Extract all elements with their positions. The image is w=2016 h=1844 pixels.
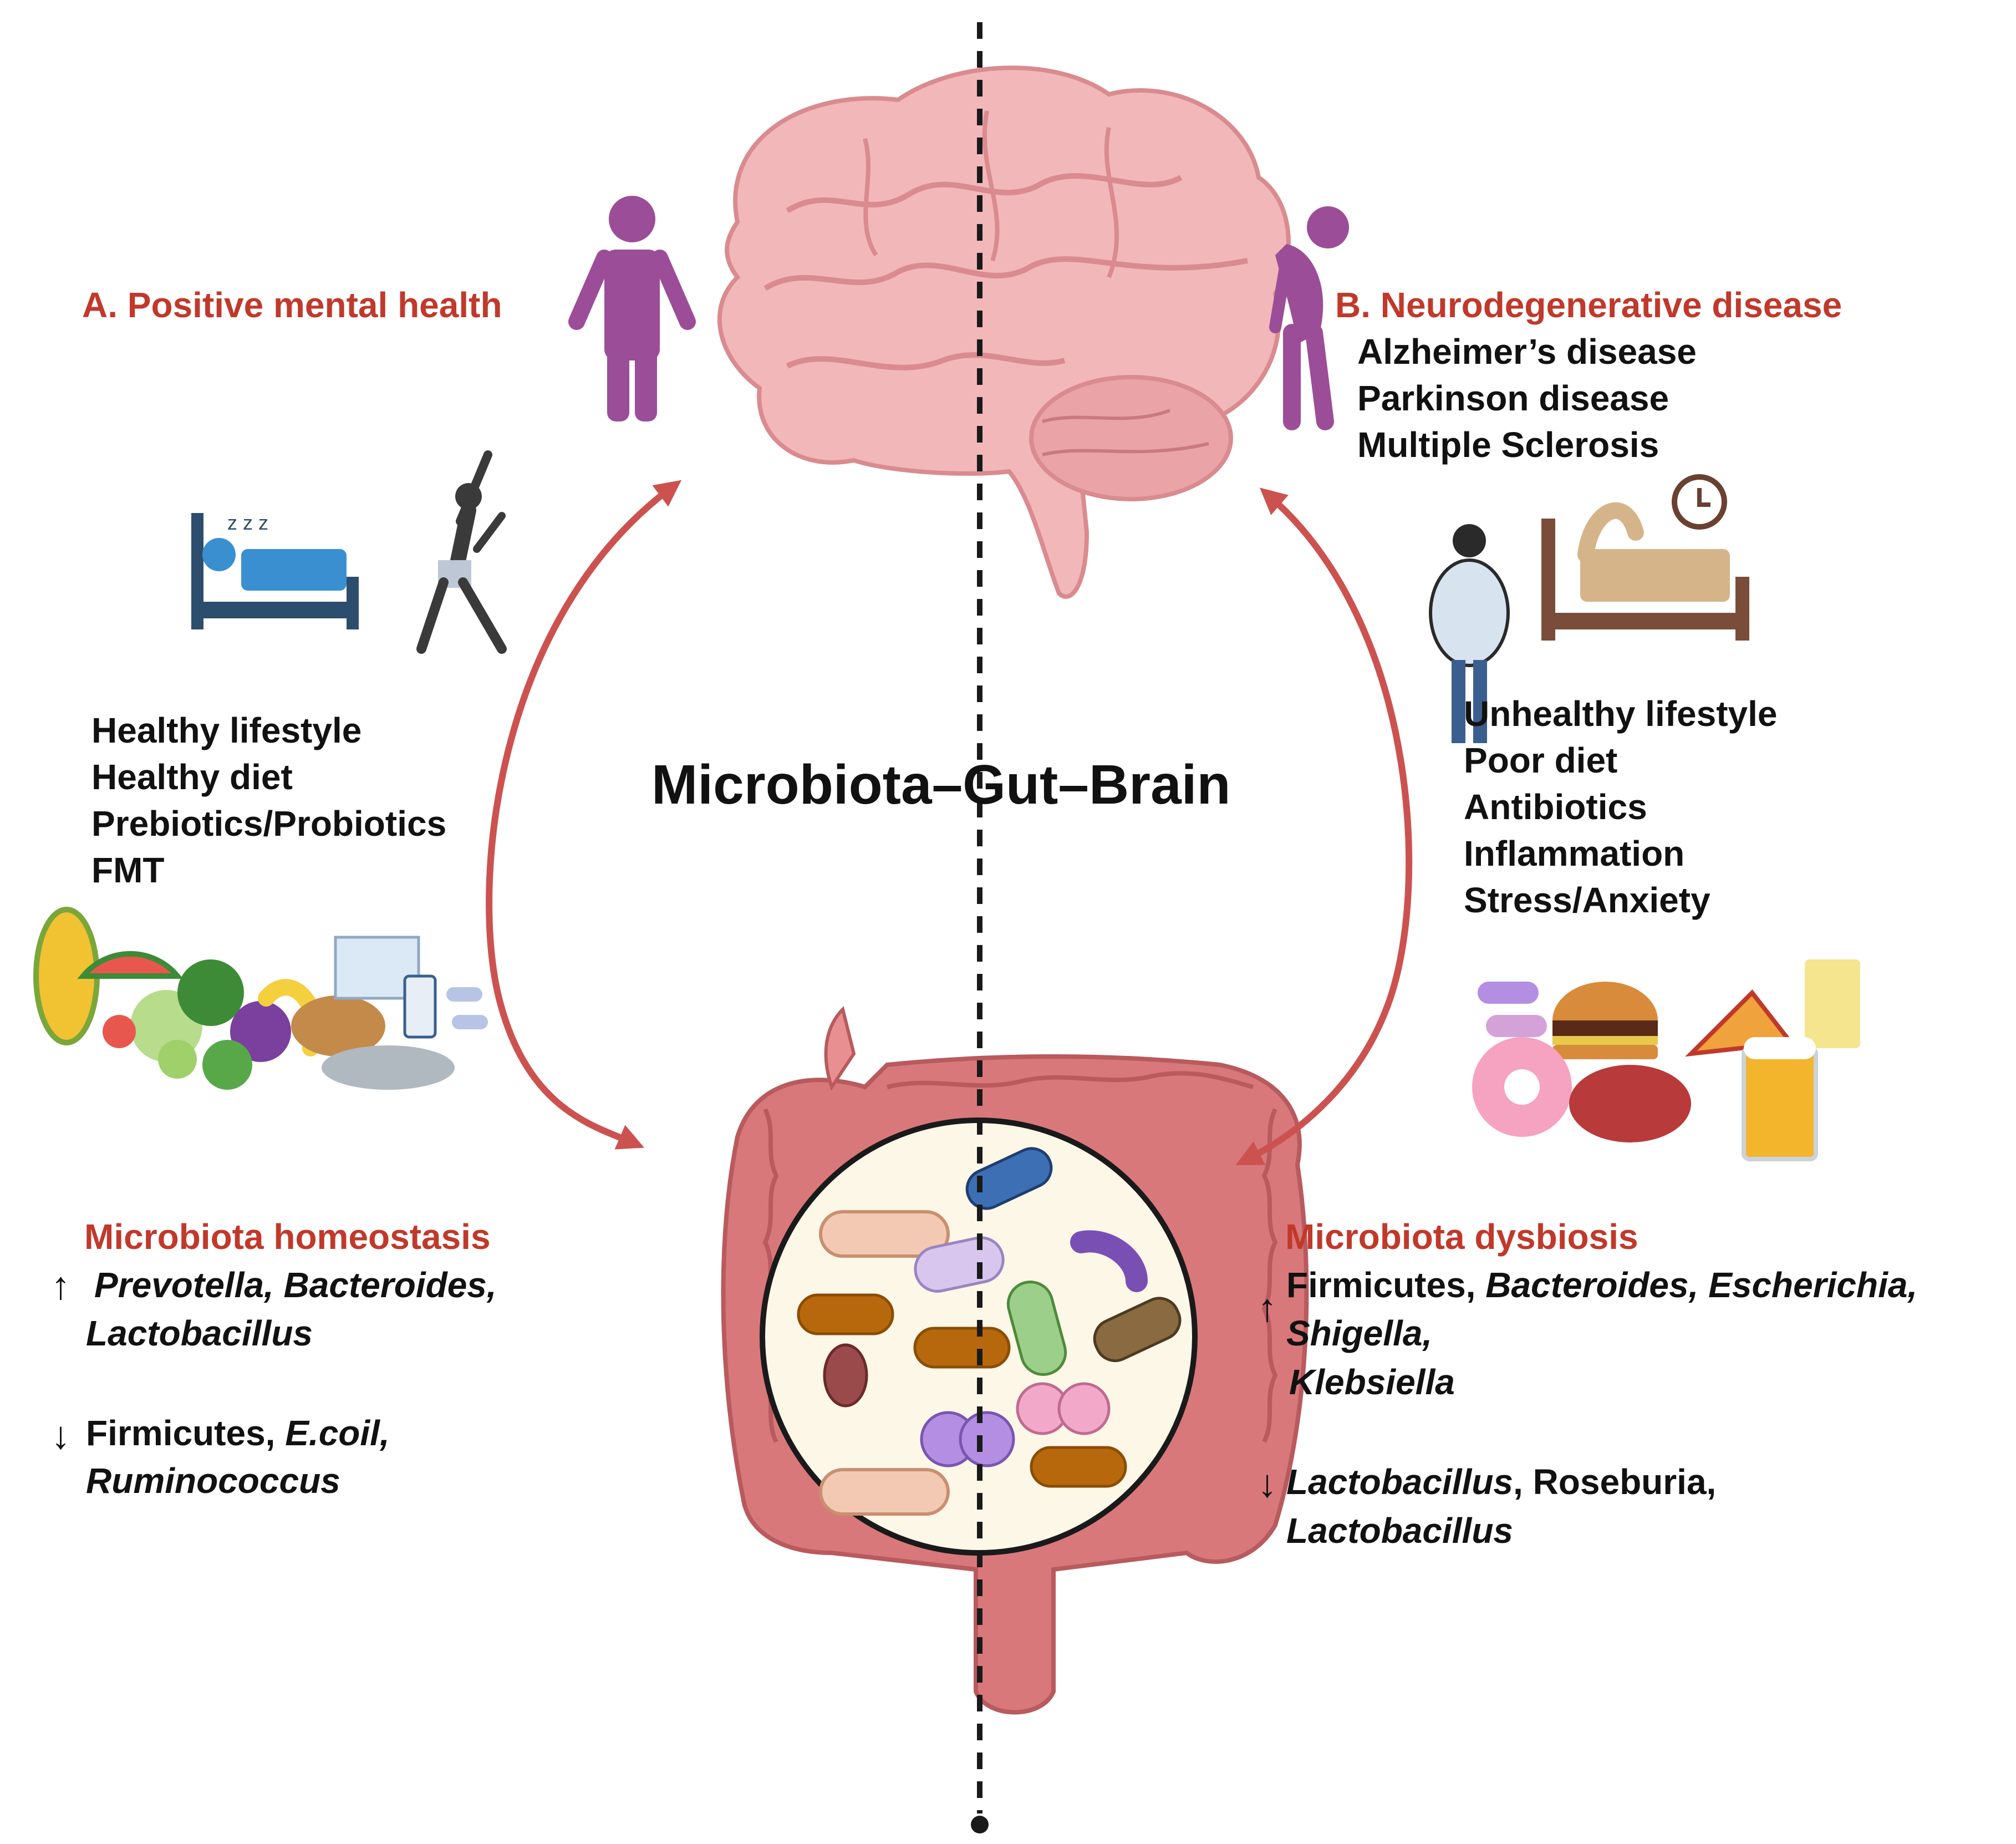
right-factor-item: Unhealthy lifestyle <box>1464 694 1778 734</box>
left-factor-item: FMT <box>91 850 165 890</box>
right-disease-item: Alzheimer’s disease <box>1357 332 1697 372</box>
sleeping-bed-icon: z z z <box>191 511 359 629</box>
left-heading: A. Positive mental health <box>82 285 502 325</box>
center-divider-end-dot <box>971 1816 989 1833</box>
left-decreased-taxa-line1: Firmicutes, E.coil, <box>86 1413 390 1453</box>
increase-arrow-icon: ↑ <box>1258 1286 1277 1329</box>
left-bidirectional-arrow <box>486 480 682 1150</box>
diagram-title: Microbiota–Gut–Brain <box>651 754 1231 816</box>
obese-person-icon <box>1429 524 1510 743</box>
right-factor-item: Inflammation <box>1464 834 1685 873</box>
right-increased-taxa-line1: Firmicutes, Bacteroides, Escherichia, <box>1286 1265 1918 1305</box>
right-microbiota-heading: Microbiota dysbiosis <box>1285 1217 1638 1257</box>
right-factor-item: Stress/Anxiety <box>1464 880 1710 920</box>
left-factor-item: Healthy diet <box>91 757 293 797</box>
unhealthy-bed-icon <box>1541 502 1749 641</box>
left-factor-list: Healthy lifestyle Healthy diet Prebiotic… <box>91 707 446 893</box>
left-microbiota-heading: Microbiota homeostasis <box>84 1217 491 1257</box>
right-factor-list: Unhealthy lifestyle Poor diet Antibiotic… <box>1464 690 1778 923</box>
left-factor-item: Prebiotics/Probiotics <box>91 804 447 844</box>
brain-icon <box>717 65 1291 599</box>
right-increased-taxa-line2: Shigella, <box>1286 1313 1433 1353</box>
left-increased-taxa-line2: Lactobacillus <box>86 1313 313 1353</box>
right-decreased-taxa-line2: Lactobacillus <box>1286 1511 1513 1551</box>
left-factor-item: Healthy lifestyle <box>91 710 362 750</box>
decrease-arrow-icon: ↓ <box>51 1414 70 1457</box>
right-bidirectional-arrow <box>1235 487 1413 1165</box>
left-decreased-taxa-line2: Ruminococcus <box>86 1461 340 1501</box>
right-increased-taxa-line3: Klebsiella <box>1289 1362 1455 1402</box>
exercise-person-icon <box>416 450 507 654</box>
increase-arrow-icon: ↑ <box>51 1264 70 1307</box>
healthy-food-icon <box>33 907 488 1090</box>
svg-text:z z z: z z z <box>227 511 268 534</box>
right-factor-item: Poor diet <box>1464 740 1618 780</box>
junk-food-icon <box>1472 959 1860 1161</box>
decrease-arrow-icon: ↓ <box>1258 1462 1277 1505</box>
right-disease-item: Multiple Sclerosis <box>1357 425 1659 465</box>
clock-icon <box>1672 474 1727 530</box>
right-decreased-taxa-line1: Lactobacillus, Roseburia, <box>1286 1462 1717 1502</box>
right-disease-list: Alzheimer’s disease Parkinson disease Mu… <box>1357 328 1697 468</box>
right-factor-item: Antibiotics <box>1464 787 1647 827</box>
healthy-person-icon <box>568 196 696 421</box>
right-heading: B. Neurodegenerative disease <box>1335 285 1842 325</box>
right-disease-item: Parkinson disease <box>1357 378 1669 418</box>
left-increased-taxa-line1: Prevotella, Bacteroides, <box>94 1265 497 1305</box>
elderly-person-icon <box>1269 206 1349 430</box>
